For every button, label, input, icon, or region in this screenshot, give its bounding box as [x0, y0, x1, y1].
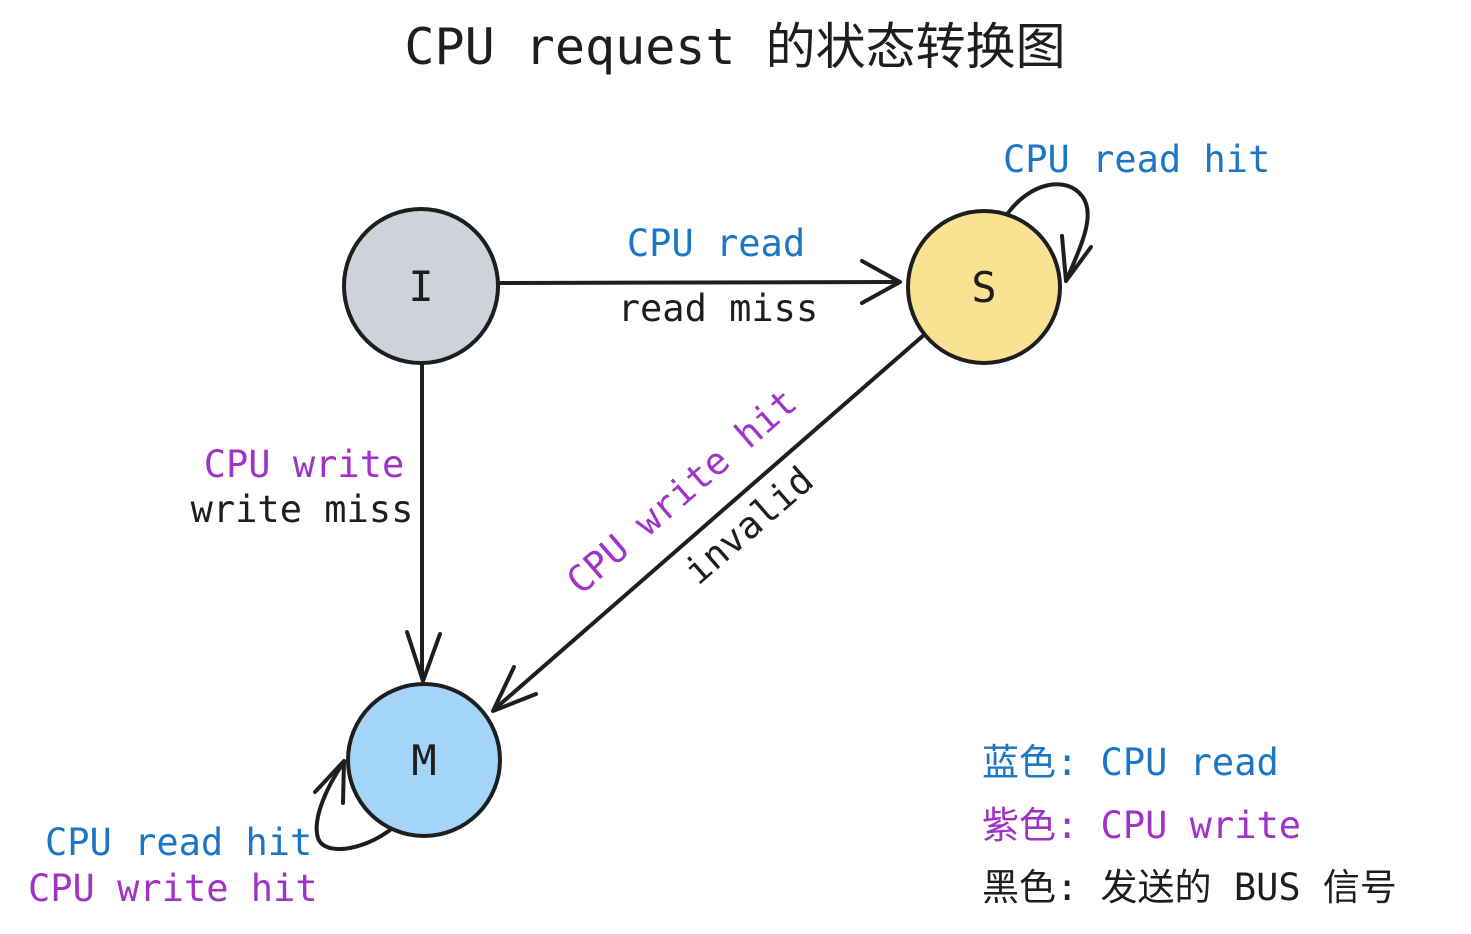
s-m-arrow-head [491, 665, 538, 713]
legend-blue: 蓝色: CPU read [982, 741, 1279, 784]
state-m-label: M [411, 736, 436, 785]
legend: 蓝色: CPU read 紫色: CPU write 黑色: 发送的 BUS 信… [982, 741, 1397, 909]
legend-black: 黑色: 发送的 BUS 信号 [982, 866, 1397, 909]
i-m-bus-label: write miss [191, 488, 414, 531]
i-s-bus-label: read miss [618, 287, 818, 330]
i-m-cpu-label: CPU write [204, 443, 404, 486]
m-self-read-label: CPU read hit [45, 821, 312, 864]
s-m-arrow-line [495, 332, 927, 709]
m-self-loop-arrowhead [313, 759, 346, 805]
i-m-arrow-head [405, 630, 442, 683]
legend-purple: 紫色: CPU write [982, 804, 1301, 847]
state-i-node [342, 207, 500, 365]
state-i-label: I [408, 262, 433, 311]
i-s-arrow-line [498, 280, 900, 285]
s-self-loop [1006, 182, 1090, 283]
i-s-arrow-head [860, 259, 902, 305]
m-self-write-label: CPU write hit [28, 867, 318, 910]
state-m-node [346, 682, 502, 838]
s-self-cpu-label: CPU read hit [1003, 138, 1270, 181]
state-s-node [906, 209, 1062, 365]
i-s-cpu-label: CPU read [627, 222, 805, 265]
edges [313, 182, 1093, 852]
m-self-loop [314, 760, 392, 852]
diagram-title: CPU request 的状态转换图 [404, 18, 1065, 76]
s-self-loop-arrowhead [1060, 234, 1093, 283]
state-s-label: S [971, 263, 996, 312]
